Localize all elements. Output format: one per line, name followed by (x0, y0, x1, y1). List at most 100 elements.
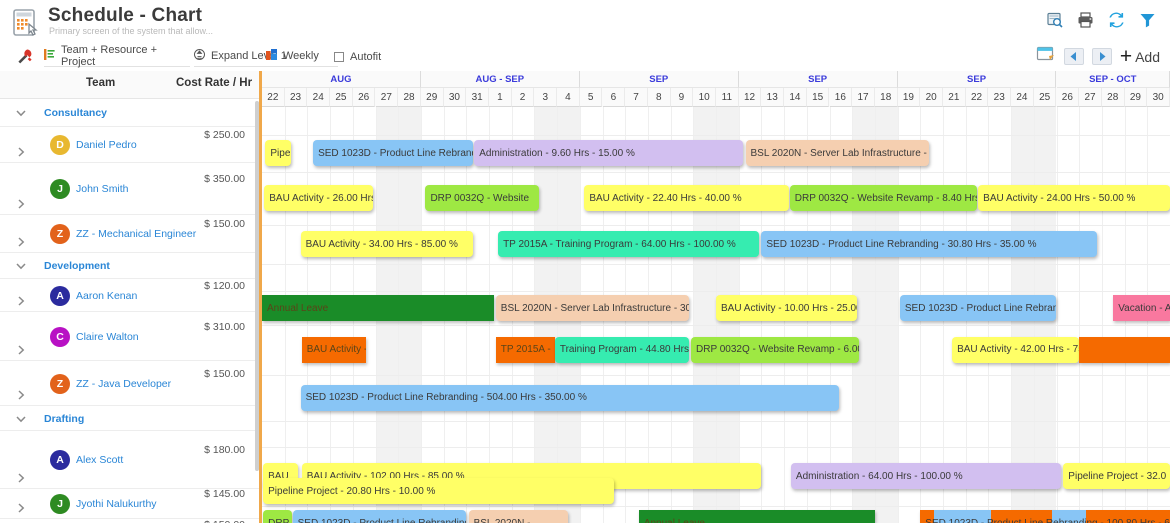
grouping-selector[interactable]: Team + Resource + Project (44, 44, 190, 68)
gantt-task-bar[interactable]: Pipeline Project - 20.80 Hrs - 10.00 % (263, 478, 614, 504)
chevron-right-icon[interactable] (14, 145, 28, 159)
gantt-task-bar[interactable]: Vacation - Annu (1113, 295, 1170, 321)
grid-row-line (262, 506, 1170, 507)
resource-row[interactable]: ZZZ - Draftsman$ 150.00 (0, 519, 259, 523)
gantt-task-bar[interactable]: SED 1023D - Product Line Rebranding - 10… (920, 510, 1170, 523)
group-row-drafting[interactable]: Drafting (0, 406, 259, 431)
group-row-label: Development (44, 260, 110, 272)
calendar-icon[interactable] (1036, 45, 1056, 68)
filter-icon[interactable] (1139, 12, 1156, 28)
gantt-task-bar[interactable]: Annual Leave (638, 510, 875, 523)
gantt-task-label: Administration - 64.00 Hrs - 100.00 % (795, 470, 963, 482)
gantt-task-bar[interactable]: BSL 2020N - Server Lab Infrastructure - … (495, 295, 689, 321)
autofit-toggle[interactable]: Autofit (334, 48, 396, 67)
zoom-blocks-icon (266, 49, 277, 63)
gantt-task-bar[interactable]: BAU Activity - 34.00 Hrs - 85.00 % (300, 231, 474, 257)
title-bar: Schedule - Chart Primary screen of the s… (0, 0, 1170, 44)
gantt-task-bar[interactable]: SED 1023D - Product Line Rebranding - (313, 140, 474, 166)
add-button[interactable]: + Add (1120, 46, 1160, 67)
gantt-task-bar[interactable]: Annual Leave (262, 295, 494, 321)
gantt-task-bar[interactable]: Training Program - 44.80 Hrs - 80.00 % (554, 336, 689, 363)
grid-column-line (693, 107, 695, 523)
group-row-consultancy[interactable]: Consultancy (0, 99, 259, 127)
timeline-day-cell: 24 (1011, 88, 1034, 107)
timeline-day-cell: 20 (920, 88, 943, 107)
timeline-day-cell: 31 (466, 88, 489, 107)
gantt-task-bar[interactable]: BAU Activity - 10.00 Hrs - 25.00 % (716, 295, 857, 321)
gantt-task-bar[interactable]: SED 1023D - Product Line Rebranding - 30… (761, 231, 1098, 257)
group-row-label: Drafting (44, 412, 85, 425)
weekend-shading (852, 107, 898, 523)
timeline-day-cell: 28 (1101, 88, 1125, 107)
gantt-task-bar[interactable]: BAU Activity - (301, 336, 367, 363)
autofit-checkbox[interactable] (334, 51, 344, 62)
autofit-label: Autofit (350, 50, 382, 63)
gantt-task-bar[interactable]: DRP 0032Q - Website Revamp - 6.00 Hrs - … (691, 336, 859, 363)
gantt-task-bar[interactable]: BAU Activity - 24.00 Hrs - 50.00 % (978, 185, 1170, 211)
gantt-task-bar[interactable] (1079, 336, 1170, 363)
timeline-day-cell: 30 (443, 88, 467, 107)
grid-row-line (262, 264, 1170, 265)
gantt-bar-progress-segment (1051, 510, 1086, 523)
gantt-task-label: BAU Activity - 26.00 Hrs - (269, 192, 374, 204)
chevron-right-icon[interactable] (14, 197, 28, 211)
chevron-down-icon[interactable] (14, 106, 28, 120)
gantt-task-bar[interactable]: BSL 2020N - Server Lab Infrastructure - … (745, 140, 930, 166)
gantt-task-bar[interactable]: BAU Activity - 42.00 Hrs - 75.00 % (952, 336, 1080, 363)
gantt-task-bar[interactable]: SED 1023D - Product Line Rebranding - (292, 510, 467, 523)
gantt-task-bar[interactable]: DRP 0032Q - Website (425, 185, 539, 211)
chevron-down-icon[interactable] (14, 259, 28, 273)
gantt-task-bar[interactable]: TP 2015A - (495, 336, 555, 363)
gantt-task-bar[interactable]: Pipeli (265, 140, 292, 166)
group-row-development[interactable]: Development (0, 253, 259, 279)
chevron-down-icon[interactable] (14, 412, 28, 426)
gantt-task-bar[interactable]: SED 1023D - Product Line Rebranding - 50… (300, 384, 839, 411)
resource-cost-rate: $ 180.00 (204, 444, 245, 456)
gantt-task-bar[interactable]: TP 2015A - Training Program - 64.00 Hrs … (498, 231, 760, 257)
chevron-right-icon[interactable] (14, 471, 28, 485)
chevron-right-icon[interactable] (14, 501, 28, 515)
print-icon[interactable] (1077, 12, 1094, 28)
resource-pane-header: Team Cost Rate / Hr (0, 71, 259, 99)
gantt-task-bar[interactable]: Pipeline Project - 32.0 (1063, 463, 1170, 489)
gantt-task-label: SED 1023D - Product Line Rebranding - 30… (766, 238, 1037, 250)
chevron-right-icon[interactable] (14, 343, 28, 357)
chevron-right-icon[interactable] (14, 235, 28, 249)
timeline-body[interactable]: PipeliSED 1023D - Product Line Rebrandin… (262, 107, 1170, 523)
gantt-task-bar[interactable]: Administration - 9.60 Hrs - 15.00 % (474, 140, 744, 166)
prev-period-button[interactable] (1063, 48, 1084, 65)
expand-level-icon (194, 49, 205, 63)
refresh-icon[interactable] (1108, 12, 1125, 28)
gantt-task-bar[interactable]: DRP 0032Q - Website Revamp - 8.40 Hrs - … (789, 185, 978, 211)
gantt-task-bar[interactable]: BAU Activity - 22.40 Hrs - 40.00 % (584, 185, 789, 211)
chevron-right-icon[interactable] (14, 388, 28, 402)
timeline-day-cell: 25 (1033, 88, 1057, 107)
gantt-task-bar[interactable]: BAU Activity - 26.00 Hrs - (264, 185, 374, 211)
gantt-task-label: BAU Activity - 102.00 Hrs - 85.00 % (306, 470, 465, 482)
preview-search-icon[interactable] (1047, 12, 1063, 28)
wrench-tools-icon[interactable] (16, 48, 34, 71)
zoom-level-selector[interactable]: Weekly (266, 48, 338, 67)
gantt-task-label: BSL 2020N - Server Lab Infrastructure - … (750, 147, 930, 159)
next-period-button[interactable] (1091, 48, 1112, 65)
grid-column-line (1079, 107, 1081, 523)
gantt-task-label: SED 1023D - Product Line Rebranding - (904, 302, 1057, 314)
vertical-scrollbar[interactable] (255, 101, 259, 471)
gantt-task-bar[interactable]: BSL 2020N - (468, 510, 569, 523)
timeline-day-cell: 29 (1124, 88, 1148, 107)
chevron-right-icon[interactable] (14, 294, 28, 308)
gantt-task-bar[interactable]: DRP (263, 510, 292, 523)
gantt-task-bar[interactable]: Administration - 64.00 Hrs - 100.00 % (790, 463, 1062, 489)
avatar: J (50, 179, 70, 199)
gantt-task-bar[interactable]: SED 1023D - Product Line Rebranding - (899, 295, 1057, 321)
gantt-task-label: BAU Activity - 22.40 Hrs - 40.00 % (589, 192, 742, 204)
